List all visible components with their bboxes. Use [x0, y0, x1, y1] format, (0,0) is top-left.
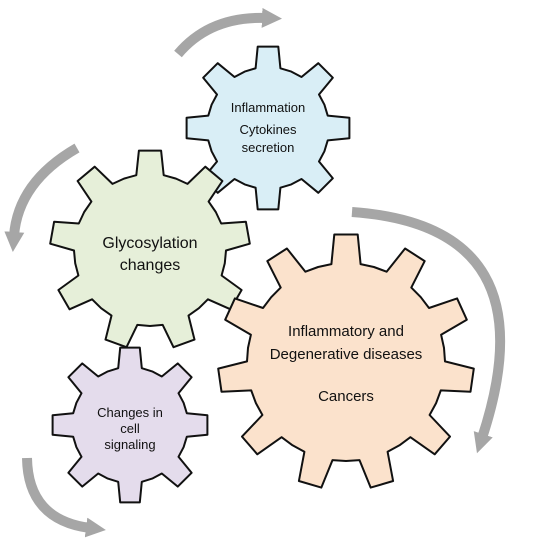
- gear-diseases-label-3: Cancers: [318, 388, 374, 405]
- gear-inflammation-label-1: Inflammation: [231, 100, 305, 115]
- gear-glycosylation-label-2: changes: [120, 257, 181, 274]
- cycle-arrow-bottom: [22, 457, 106, 538]
- gear-diseases: Inflammatory and Degenerative diseases C…: [217, 233, 475, 489]
- gear-diseases-label-1: Inflammatory and: [288, 323, 404, 340]
- gear-inflammation: Inflammation Cytokines secretion: [185, 45, 351, 211]
- cycle-arrow-top: [174, 7, 282, 58]
- gear-inflammation-label-3: secretion: [242, 140, 295, 155]
- gear-signaling-label-1: Changes in: [97, 405, 163, 420]
- gear-signaling-label-3: signaling: [104, 437, 155, 452]
- gear-signaling-label-2: cell: [120, 421, 140, 436]
- gear-diseases-shape: [217, 233, 475, 489]
- cycle-arrow-right: [351, 207, 506, 454]
- gear-diseases-label-2: Degenerative diseases: [270, 346, 423, 363]
- gear-signaling: Changes in cell signaling: [51, 346, 209, 504]
- gear-inflammation-shape: [185, 45, 351, 211]
- gear-glycosylation-shape: [49, 149, 251, 349]
- cycle-arrow-left: [4, 143, 80, 252]
- gear-signaling-shape: [51, 346, 209, 504]
- gear-inflammation-label-2: Cytokines: [239, 122, 297, 137]
- gear-glycosylation: Glycosylation changes: [49, 149, 251, 349]
- gear-glycosylation-label-1: Glycosylation: [102, 235, 197, 252]
